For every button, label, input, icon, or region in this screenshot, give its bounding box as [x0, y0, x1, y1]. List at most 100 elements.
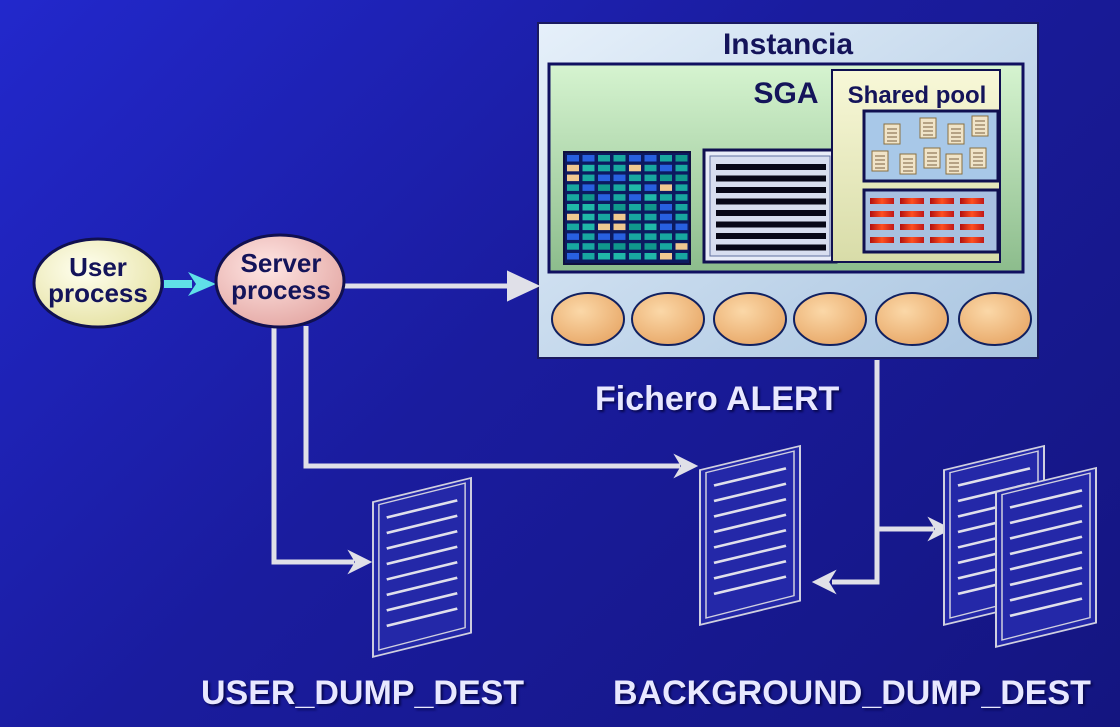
- memory-block: [629, 253, 641, 260]
- memory-block: [613, 233, 626, 240]
- dictionary-entry: [960, 224, 984, 230]
- memory-block: [582, 164, 595, 172]
- memory-block: [567, 204, 579, 211]
- memory-block: [660, 174, 672, 182]
- memory-block: [644, 155, 657, 162]
- arrow-icon: [832, 360, 880, 585]
- memory-block: [629, 155, 641, 162]
- memory-block: [598, 213, 610, 221]
- memory-block: [675, 204, 688, 211]
- background-process: [958, 292, 1032, 346]
- document-stack-icon: [698, 444, 802, 627]
- memory-block: [629, 194, 641, 201]
- memory-block: [675, 223, 688, 231]
- memory-block: [582, 243, 595, 250]
- dictionary-entry: [900, 224, 924, 230]
- memory-block: [567, 164, 579, 172]
- background-process: [713, 292, 787, 346]
- memory-block: [598, 174, 610, 182]
- memory-block: [598, 243, 610, 250]
- redo-entry: [716, 221, 826, 228]
- arrowheads: [347, 270, 953, 595]
- redo-entry: [716, 233, 826, 239]
- memory-block: [613, 194, 626, 201]
- background-process: [793, 292, 867, 346]
- memory-block: [582, 194, 595, 201]
- memory-block: [598, 233, 610, 240]
- dictionary-entry: [870, 198, 894, 204]
- memory-block: [629, 213, 641, 221]
- memory-block: [567, 194, 579, 201]
- user-process-label-line2: process: [48, 278, 148, 308]
- dictionary-entry: [960, 237, 984, 243]
- memory-block: [644, 243, 657, 250]
- memory-block: [582, 204, 595, 211]
- memory-block: [598, 194, 610, 201]
- memory-block: [613, 184, 626, 191]
- memory-block: [660, 223, 672, 231]
- memory-block: [582, 174, 595, 182]
- memory-block: [629, 164, 641, 172]
- arrow-icon: [164, 272, 216, 296]
- document-stack-icon: [994, 466, 1098, 649]
- memory-block: [660, 204, 672, 211]
- dictionary-entry: [930, 237, 954, 243]
- memory-block: [613, 204, 626, 211]
- redo-entry: [716, 244, 826, 251]
- memory-block: [598, 164, 610, 172]
- redo-entry: [716, 164, 826, 170]
- memory-block: [644, 194, 657, 201]
- memory-block: [660, 164, 672, 172]
- arrow-icon: [303, 326, 680, 469]
- memory-block: [567, 253, 579, 260]
- memory-block: [567, 155, 579, 162]
- memory-block: [582, 184, 595, 191]
- memory-block: [644, 233, 657, 240]
- dictionary-entry: [870, 211, 894, 217]
- server-process-label-line1: Server: [241, 248, 322, 278]
- memory-block: [675, 184, 688, 191]
- memory-block: [644, 213, 657, 221]
- memory-block: [598, 253, 610, 260]
- sga-label: SGA: [753, 77, 818, 110]
- redo-entry: [716, 210, 826, 216]
- alert-file: [698, 444, 802, 627]
- user-dump-dest-label: USER_DUMP_DEST: [201, 674, 525, 712]
- memory-block: [644, 184, 657, 191]
- background-trace-files: [942, 444, 1098, 649]
- dictionary-entry: [930, 224, 954, 230]
- memory-block: [660, 253, 672, 260]
- memory-block: [598, 204, 610, 211]
- dictionary-entry: [870, 224, 894, 230]
- dictionary-entry: [900, 211, 924, 217]
- background-process: [875, 292, 949, 346]
- redo-entry: [716, 187, 826, 193]
- shared-pool-box: Shared pool: [831, 69, 1001, 263]
- arrow-icon: [271, 326, 354, 565]
- memory-block: [613, 223, 626, 231]
- memory-block: [675, 164, 688, 172]
- server-process: Server process: [214, 233, 346, 329]
- memory-block: [582, 223, 595, 231]
- dictionary-entry: [900, 237, 924, 243]
- memory-block: [660, 194, 672, 201]
- memory-block: [582, 253, 595, 260]
- memory-grid-icon: [563, 151, 691, 265]
- document-stack-icon: [371, 476, 473, 659]
- shared-pool-label: Shared pool: [848, 82, 987, 109]
- memory-block: [629, 233, 641, 240]
- memory-block: [598, 155, 610, 162]
- memory-block: [567, 223, 579, 231]
- memory-block: [660, 213, 672, 221]
- server-process-label-line2: process: [231, 275, 331, 305]
- memory-block: [675, 253, 688, 260]
- memory-block: [582, 233, 595, 240]
- user-process-label-line1: User: [69, 252, 127, 282]
- memory-block: [567, 184, 579, 191]
- dictionary-entry: [930, 198, 954, 204]
- memory-block: [613, 243, 626, 250]
- user-process: User process: [32, 237, 164, 329]
- memory-block: [660, 233, 672, 240]
- background-process: [631, 292, 705, 346]
